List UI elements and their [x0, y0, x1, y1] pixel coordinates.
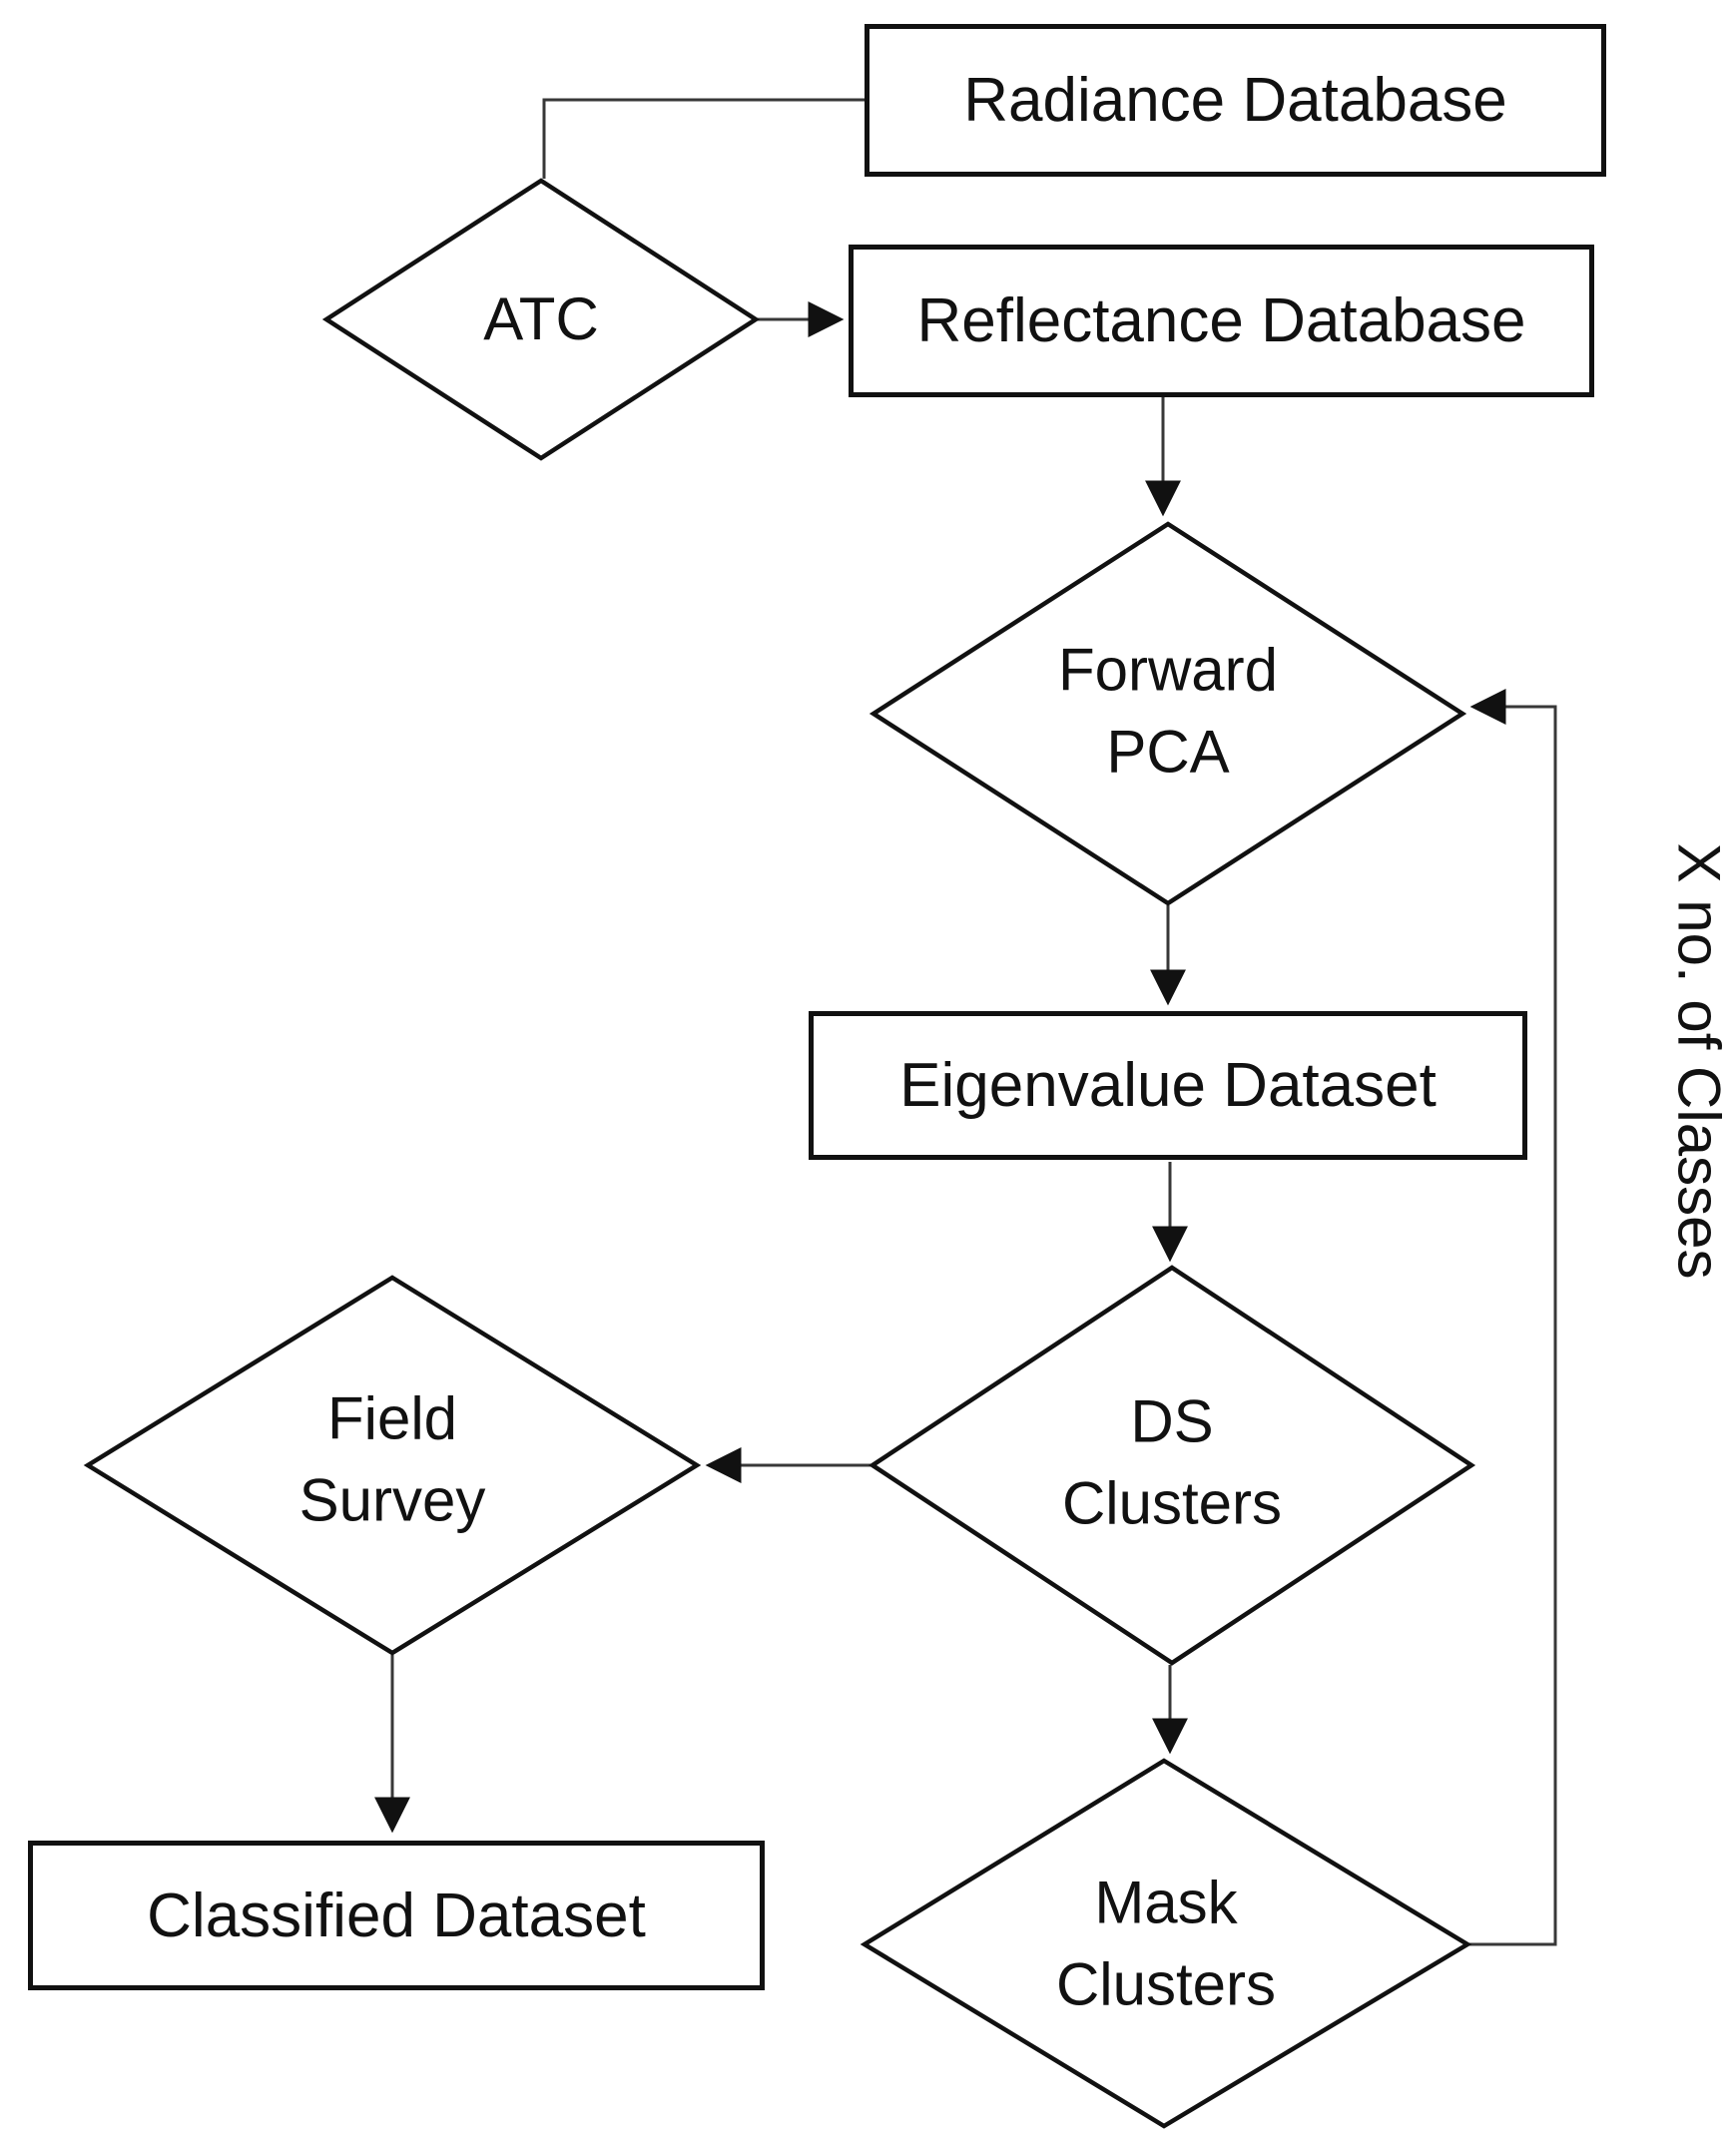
- node-label: Reflectance Database: [916, 286, 1526, 355]
- node-mask-clusters-label: Mask Clusters: [1055, 1869, 1277, 2017]
- node-radiance-database: Radiance Database: [865, 24, 1606, 177]
- node-label: Classified Dataset: [147, 1880, 646, 1950]
- node-ds-clusters-label: DS Clusters: [1061, 1387, 1283, 1536]
- node-label: Radiance Database: [963, 66, 1507, 135]
- node-forward-pca-label: Forward PCA: [1057, 636, 1279, 785]
- node-mask-clusters-diamond: [860, 1758, 1472, 2129]
- edge-mask-clusters-to-forward-pca-loop: [1465, 689, 1557, 1946]
- node-forward-pca-diamond: [868, 521, 1467, 906]
- node-eigenvalue-dataset: Eigenvalue Dataset: [809, 1011, 1527, 1160]
- node-atc-diamond: [321, 178, 761, 461]
- node-field-survey-label: Field Survey: [298, 1384, 486, 1533]
- loop-count-label: X no. of Classes: [1665, 842, 1733, 1280]
- node-field-survey-diamond: [83, 1275, 702, 1656]
- node-atc-label: ATC: [483, 285, 599, 353]
- edge-radiance-to-atc: [542, 98, 865, 179]
- node-reflectance-database: Reflectance Database: [849, 245, 1594, 397]
- node-ds-clusters-diamond: [868, 1265, 1476, 1666]
- node-label: Eigenvalue Dataset: [899, 1051, 1437, 1120]
- node-classified-dataset: Classified Dataset: [28, 1841, 765, 1990]
